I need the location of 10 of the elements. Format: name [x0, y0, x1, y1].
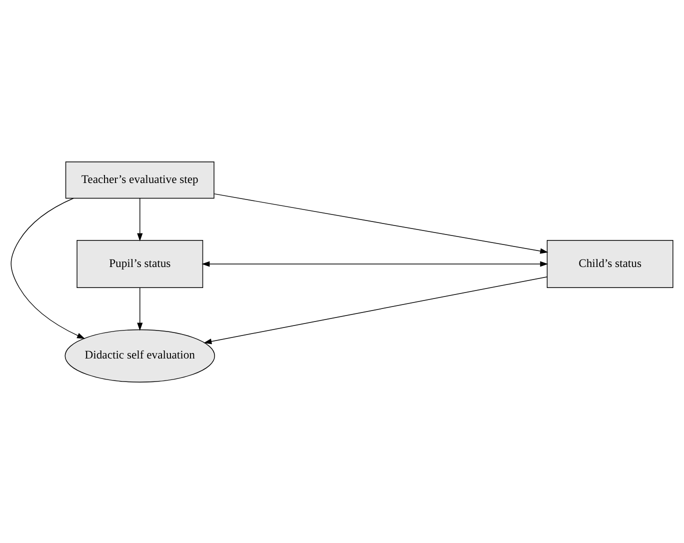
arrow — [137, 286, 143, 330]
arrow — [137, 197, 143, 241]
node-box: Teacher’s evaluative step — [65, 161, 214, 198]
arrow — [204, 276, 548, 344]
node-box: Pupil’s status — [76, 240, 204, 288]
arrow — [10, 197, 86, 338]
arrow — [214, 192, 548, 254]
node-ellipse: Didactic self evaluation — [64, 328, 216, 382]
node-box: Child’s status — [546, 240, 674, 288]
arrow — [202, 260, 548, 266]
